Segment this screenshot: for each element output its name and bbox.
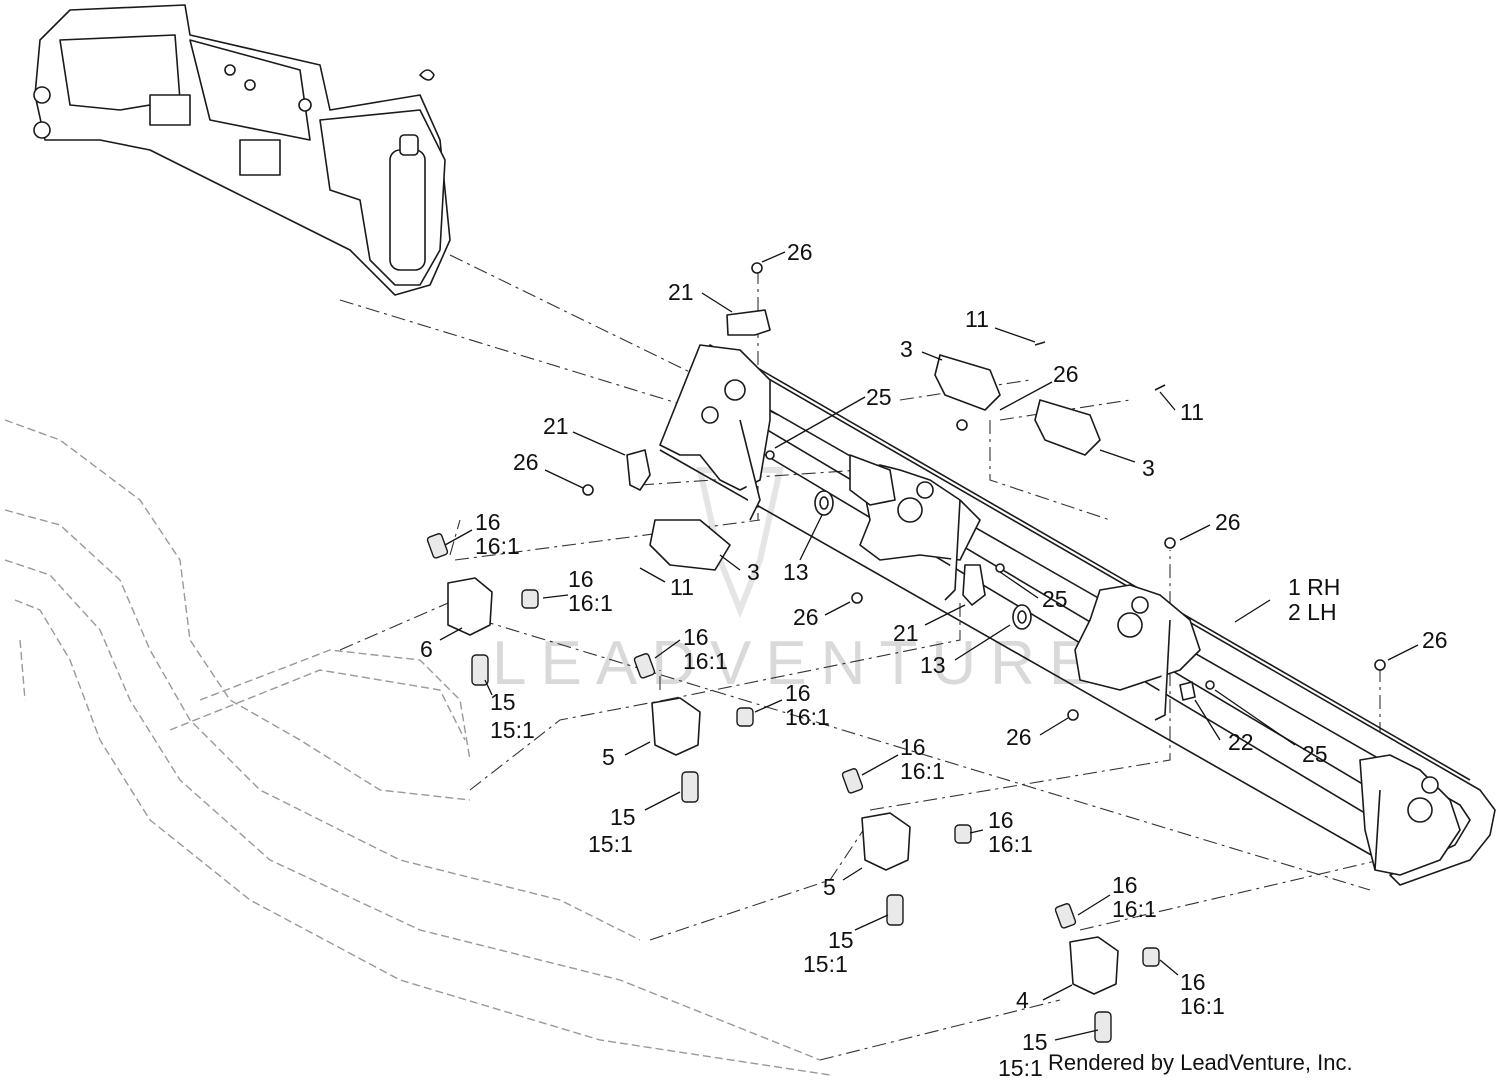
callout-labels: 26 21 11 3 26 25 11 21 26 3 16 16:1 26 3… [420, 239, 1448, 1081]
callout-16-1: 16:1 [785, 704, 830, 730]
callout-16: 16 [988, 807, 1014, 833]
machine-frame-ghost [33, 4, 451, 296]
callout-4: 4 [1016, 987, 1029, 1013]
callout-16: 16 [568, 566, 594, 592]
callout-6: 6 [420, 636, 433, 662]
callout-16-1: 16:1 [988, 831, 1033, 857]
callout-21: 21 [893, 620, 919, 646]
callout-16-1: 16:1 [900, 758, 945, 784]
callout-21: 21 [668, 279, 694, 305]
callout-3: 3 [1142, 455, 1155, 481]
callout-16-1: 16:1 [683, 648, 728, 674]
callout-21: 21 [543, 413, 569, 439]
callout-13: 13 [783, 559, 809, 585]
callout-26: 26 [1422, 627, 1448, 653]
callout-16: 16 [900, 734, 926, 760]
valve-5-upper [633, 653, 754, 803]
hose-ghost [4, 419, 831, 1076]
callout-16: 16 [1112, 872, 1138, 898]
callout-3: 3 [900, 336, 913, 362]
frame-rails [659, 344, 1496, 886]
callout-25: 25 [1302, 741, 1328, 767]
callout-25: 25 [866, 384, 892, 410]
callout-2-lh: 2 LH [1288, 599, 1337, 625]
callout-26: 26 [1053, 361, 1079, 387]
callout-22: 22 [1228, 729, 1254, 755]
callout-11: 11 [1180, 399, 1204, 425]
callout-16-1: 16:1 [1180, 993, 1225, 1019]
callout-16-1: 16:1 [568, 590, 613, 616]
callout-15-1: 15:1 [998, 1055, 1043, 1081]
callout-1-rh: 1 RH [1288, 574, 1340, 600]
callout-15: 15 [610, 804, 636, 830]
callout-5: 5 [823, 874, 836, 900]
credit-text: Rendered by LeadVenture, Inc. [1048, 1050, 1353, 1075]
callout-3: 3 [747, 559, 760, 585]
callout-26: 26 [1006, 724, 1032, 750]
callout-15: 15 [490, 689, 516, 715]
callout-5: 5 [602, 744, 615, 770]
callout-26: 26 [787, 239, 813, 265]
watermark-text: LEADVENTURE [492, 629, 1104, 698]
callout-26: 26 [793, 604, 819, 630]
callout-11: 11 [670, 574, 694, 600]
callout-15-1: 15:1 [588, 831, 633, 857]
callout-16: 16 [785, 680, 811, 706]
callout-13: 13 [920, 652, 946, 678]
callout-16: 16 [475, 509, 501, 535]
callout-15: 15 [828, 927, 854, 953]
callout-25: 25 [1042, 586, 1068, 612]
callout-15-1: 15:1 [803, 951, 848, 977]
callout-26: 26 [513, 449, 539, 475]
callout-16: 16 [683, 624, 709, 650]
leader-lines [439, 251, 1419, 1041]
small-hardware [582, 262, 1386, 721]
callout-15-1: 15:1 [490, 717, 535, 743]
valve-5-lower [841, 768, 972, 926]
callout-11: 11 [965, 306, 989, 332]
callout-16-1: 16:1 [1112, 896, 1157, 922]
callout-15: 15 [1022, 1029, 1048, 1055]
callout-26: 26 [1215, 509, 1241, 535]
callout-16: 16 [1180, 969, 1206, 995]
callout-16-1: 16:1 [475, 533, 520, 559]
valve-6 [426, 533, 539, 686]
pad-part-3 [649, 354, 1101, 571]
valve-4 [1054, 903, 1160, 1043]
